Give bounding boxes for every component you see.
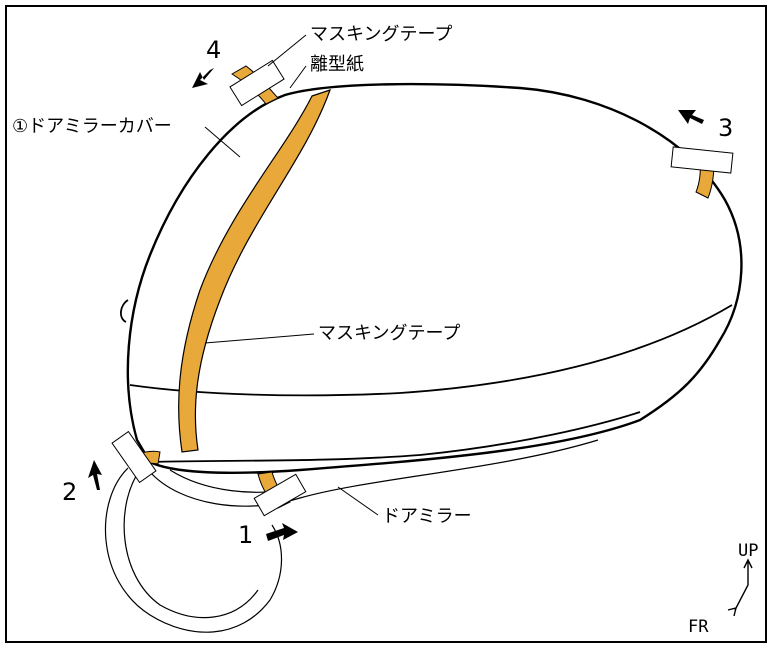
- direction-front-label: FR: [688, 617, 709, 637]
- label-release-paper: 離型紙: [310, 54, 364, 75]
- tape-end-2: [111, 430, 161, 484]
- cover-inner-lines: [120, 299, 733, 463]
- step-number-4: 4: [206, 36, 221, 64]
- label-door-mirror: ドアミラー: [382, 506, 472, 527]
- step-number-1: 1: [238, 521, 253, 549]
- label-masking-tape-center: マスキングテープ: [318, 323, 460, 344]
- label-door-mirror-cover: ①ドアミラーカバー: [12, 116, 172, 137]
- masking-tape-strip-center: [178, 89, 331, 453]
- tape-end-1: [253, 471, 307, 517]
- step-number-2: 2: [62, 478, 77, 506]
- direction-up-label: UP: [738, 541, 758, 561]
- step-arrows: [88, 68, 704, 541]
- door-mirror-base: [104, 439, 599, 633]
- tape-end-4: [229, 59, 285, 107]
- direction-indicator: UP FR: [688, 541, 758, 637]
- label-masking-tape-top: マスキングテープ: [310, 24, 452, 45]
- step-number-3: 3: [718, 114, 733, 142]
- direction-arrows-icon: [727, 558, 753, 617]
- leader-lines: [204, 34, 379, 516]
- tape-end-3: [670, 146, 734, 199]
